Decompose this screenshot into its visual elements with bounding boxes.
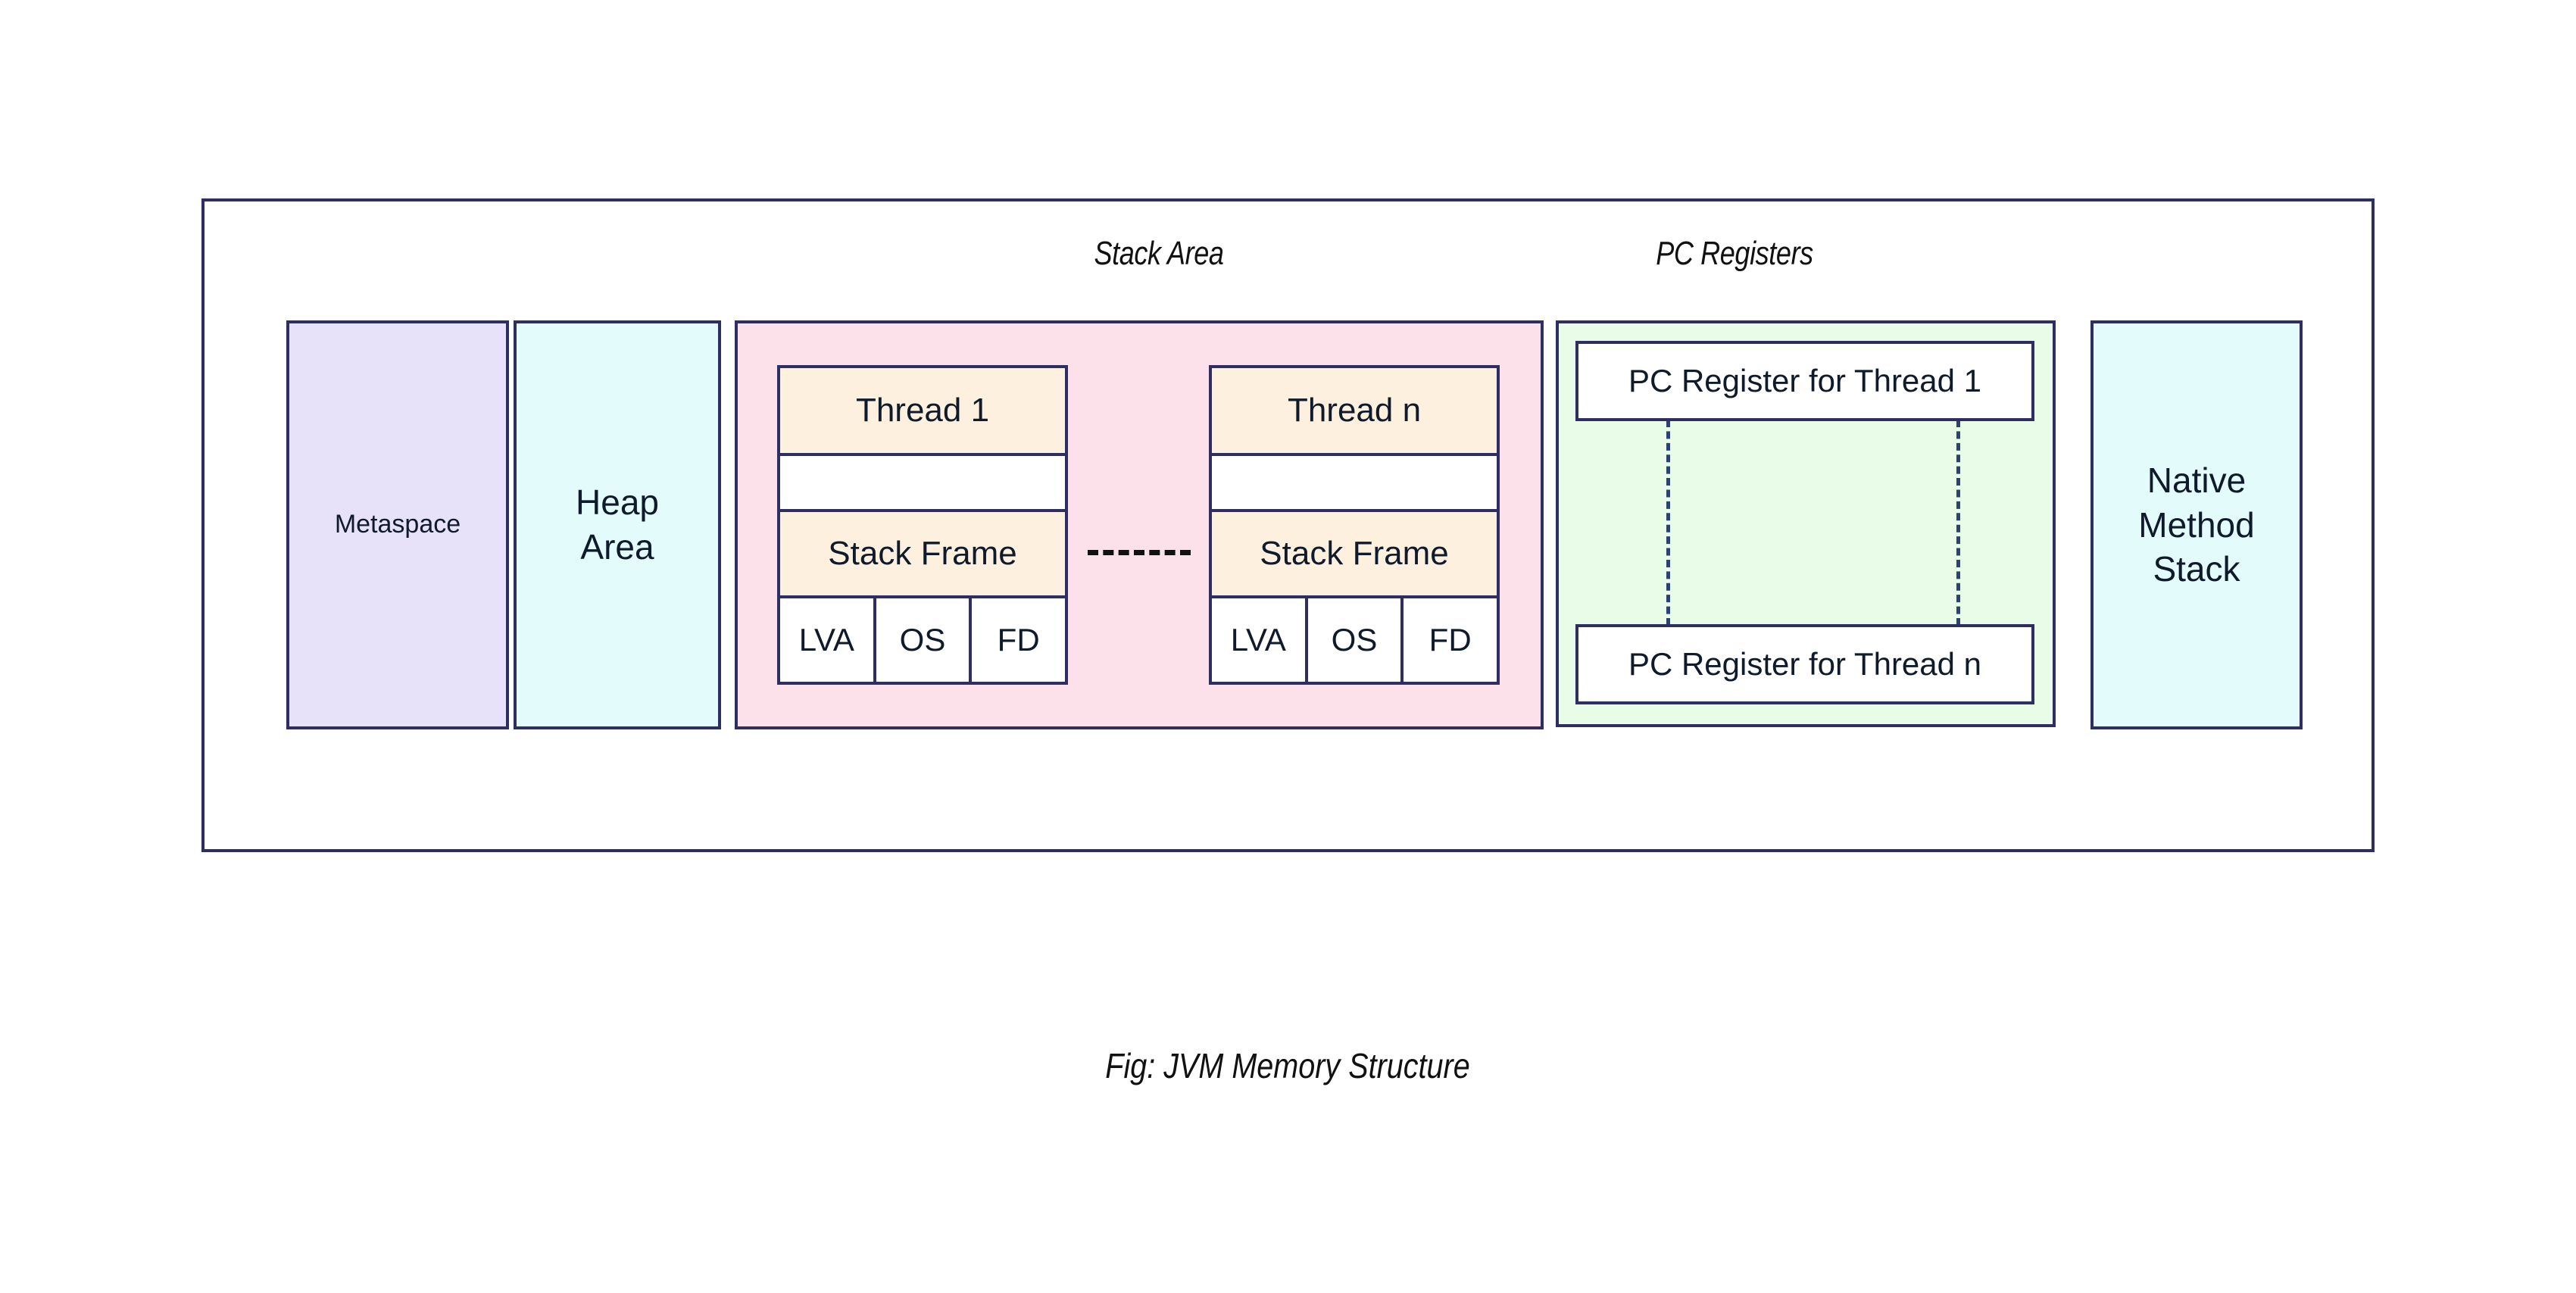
- thread-empty-row: [1212, 456, 1497, 512]
- thread-box: Thread 1 Stack Frame LVA OS FD: [777, 365, 1068, 685]
- thread-header-label: Thread 1: [855, 392, 990, 429]
- frame-parts-row: LVA OS FD: [780, 598, 1066, 682]
- pc-register-thread-n-box: PC Register for Thread n: [1575, 624, 2034, 704]
- stack-area-title: Stack Area: [1094, 235, 1224, 272]
- frame-parts-row: LVA OS FD: [1212, 598, 1497, 682]
- pc-register-dashed-link-left: [1666, 420, 1670, 626]
- native-method-stack-line1: Native: [2147, 460, 2247, 500]
- thread-header: Thread 1: [780, 368, 1065, 456]
- stack-frame-label: Stack Frame: [828, 535, 1017, 572]
- pc-register-thread-1-label: PC Register for Thread 1: [1628, 363, 1982, 398]
- figure-caption: Fig: JVM Memory Structure: [1105, 1046, 1470, 1085]
- native-method-stack-line3: Stack: [2153, 549, 2240, 589]
- frame-part-lva: LVA: [1212, 598, 1308, 682]
- pc-register-thread-1-box: PC Register for Thread 1: [1575, 341, 2034, 421]
- heap-area-label-line1: Heap: [576, 483, 659, 523]
- frame-part-fd: FD: [972, 598, 1066, 682]
- frame-part-os: OS: [1307, 598, 1404, 682]
- pc-registers-title: PC Registers: [1656, 235, 1813, 272]
- stack-frame-label: Stack Frame: [1260, 535, 1449, 572]
- heap-area-region: Heap Area: [514, 320, 721, 729]
- heap-area-label-line2: Area: [580, 527, 654, 567]
- native-method-stack-line2: Method: [2138, 504, 2255, 545]
- thread-header: Thread n: [1212, 368, 1497, 456]
- native-method-stack-label: Native Method Stack: [2138, 458, 2254, 592]
- frame-part-fd: FD: [1404, 598, 1497, 682]
- thread-header-label: Thread n: [1287, 392, 1422, 429]
- metaspace-label: Metaspace: [334, 510, 461, 539]
- pc-register-thread-n-label: PC Register for Thread n: [1628, 646, 1982, 682]
- native-method-stack-region: Native Method Stack: [2090, 320, 2303, 729]
- frame-part-lva: LVA: [780, 598, 876, 682]
- thread-box: Thread n Stack Frame LVA OS FD: [1209, 365, 1500, 685]
- heap-area-label: Heap Area: [576, 480, 659, 570]
- stack-frame-row: Stack Frame: [780, 512, 1065, 598]
- frame-part-os: OS: [876, 598, 973, 682]
- metaspace-region: Metaspace: [286, 320, 509, 729]
- thread-empty-row: [780, 456, 1065, 512]
- thread-ellipsis-connector: [1088, 550, 1191, 555]
- pc-register-dashed-link-right: [1956, 420, 1960, 626]
- stack-frame-row: Stack Frame: [1212, 512, 1497, 598]
